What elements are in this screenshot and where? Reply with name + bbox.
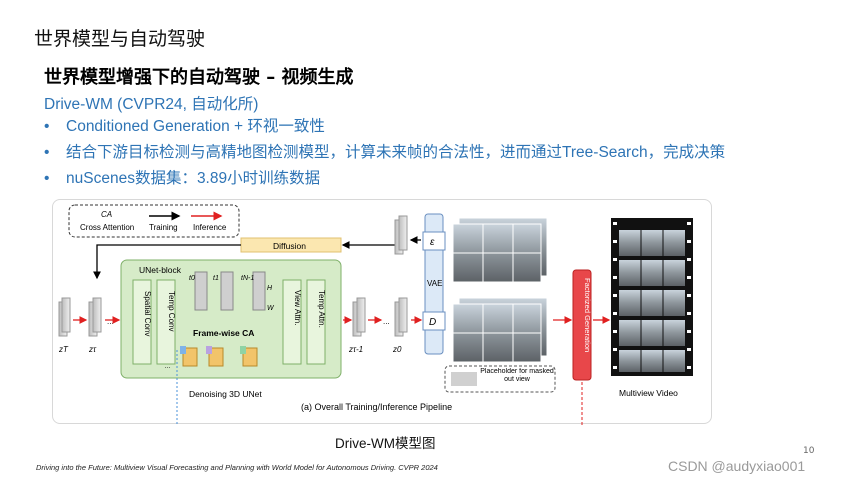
vae-label: VAE [427, 279, 442, 288]
output-images [452, 297, 548, 363]
spatial-conv-block [132, 279, 152, 365]
temp-conv-label: Temp Conv [167, 291, 176, 331]
tn1-label: tN-1 [241, 275, 254, 282]
diffusion-return-arrow [93, 244, 241, 280]
pipeline-figure: CA Cross Attention Training Inference Di… [52, 199, 712, 425]
decoder-box [422, 311, 446, 331]
figure-caption: Drive-WM模型图 [335, 436, 436, 451]
z-tau-1-label: zτ-1 [348, 345, 363, 354]
w-label: W [267, 305, 275, 312]
placeholder-swatch [451, 372, 477, 386]
view-attn-block [282, 279, 302, 365]
placeholder-text: Placeholder for masked out view [480, 368, 554, 383]
bullet-item: • 结合下游目标检测与高精地图检测模型，计算未来帧的合法性，进而通过Tree-Se… [44, 142, 725, 168]
z-tau-label: zτ [88, 345, 97, 354]
bullet-item: • nuScenes数据集：3.89小时训练数据 [44, 168, 725, 194]
denoising-label: Denoising 3D UNet [189, 389, 262, 399]
t1-label: t1 [213, 275, 219, 282]
factorized-generation-block [572, 269, 592, 381]
bullet-symbol: • [44, 144, 50, 161]
input-images [452, 217, 548, 283]
pipeline-diagram: CA Cross Attention Training Inference Di… [58, 204, 693, 425]
bullet-symbol: • [44, 118, 50, 135]
bullet-list: • Conditioned Generation + 环视一致性 • 结合下游目标检… [44, 116, 725, 194]
multiview-video-label: Multiview Video [619, 388, 678, 398]
legend-box [68, 204, 240, 238]
frame-wise-ca-label: Frame-wise CA [193, 328, 254, 338]
bullet-text: nuScenes数据集：3.89小时训练数据 [66, 170, 321, 187]
z-T-label: zT [58, 345, 69, 354]
legend-inference: Inference [193, 223, 227, 232]
pipeline-caption: (a) Overall Training/Inference Pipeline [301, 402, 452, 412]
legend-ca: CA [101, 210, 112, 219]
slide-subtitle: Drive-WM (CVPR24, 自动化所) [44, 96, 259, 113]
view-attn-label: View Attn. [293, 290, 302, 325]
dots: ... [165, 363, 171, 370]
temp-conv-block [156, 279, 176, 365]
diffusion-label: Diffusion [273, 241, 306, 251]
latent-stack-top [394, 215, 408, 255]
temp-attn-block [306, 279, 326, 365]
latent-stack-ztau [88, 297, 102, 337]
bullet-symbol: • [44, 170, 50, 187]
multiview-video-filmstrip [611, 218, 693, 376]
page-number: 10 [803, 446, 815, 456]
bullet-item: • Conditioned Generation + 环视一致性 [44, 116, 725, 142]
t0-label: t0 [189, 275, 195, 282]
latent-stack-ztau-1 [352, 297, 366, 337]
citation: Driving into the Future: Multiview Visua… [36, 463, 438, 472]
camera-tokens [180, 346, 258, 367]
slide-title: 世界模型增强下的自动驾驶 – 视频生成 [44, 67, 354, 88]
frame-stack: t0 t1 tN-1 H W [189, 271, 275, 312]
bullet-text: 结合下游目标检测与高精地图检测模型，计算未来帧的合法性，进而通过Tree-Sea… [66, 144, 726, 161]
legend-training: Training [149, 223, 178, 232]
latent-stack-z0 [394, 297, 408, 337]
watermark: CSDN @audyxiao001 [668, 458, 806, 474]
factorized-generation-label: Factorized Generation [583, 278, 592, 352]
encoder-box [422, 231, 446, 251]
page-header: 世界模型与自动驾驶 [34, 28, 206, 50]
latent-stack-zT [58, 297, 71, 337]
temp-attn-label: Temp Attn. [317, 290, 326, 328]
dots: ... [383, 317, 390, 326]
legend-cross-attention: Cross Attention [80, 223, 134, 232]
dots: ... [107, 317, 114, 326]
h-label: H [267, 285, 273, 292]
bullet-text: Conditioned Generation + 环视一致性 [66, 118, 325, 135]
encoder-symbol: ε [430, 237, 435, 248]
z-0-label: z0 [392, 345, 402, 354]
unet-block-label: UNet-block [139, 265, 182, 275]
spatial-conv-label: Spatial Conv [143, 291, 152, 336]
decoder-symbol: D [429, 317, 436, 328]
legend: CA Cross Attention Training Inference [68, 204, 240, 238]
